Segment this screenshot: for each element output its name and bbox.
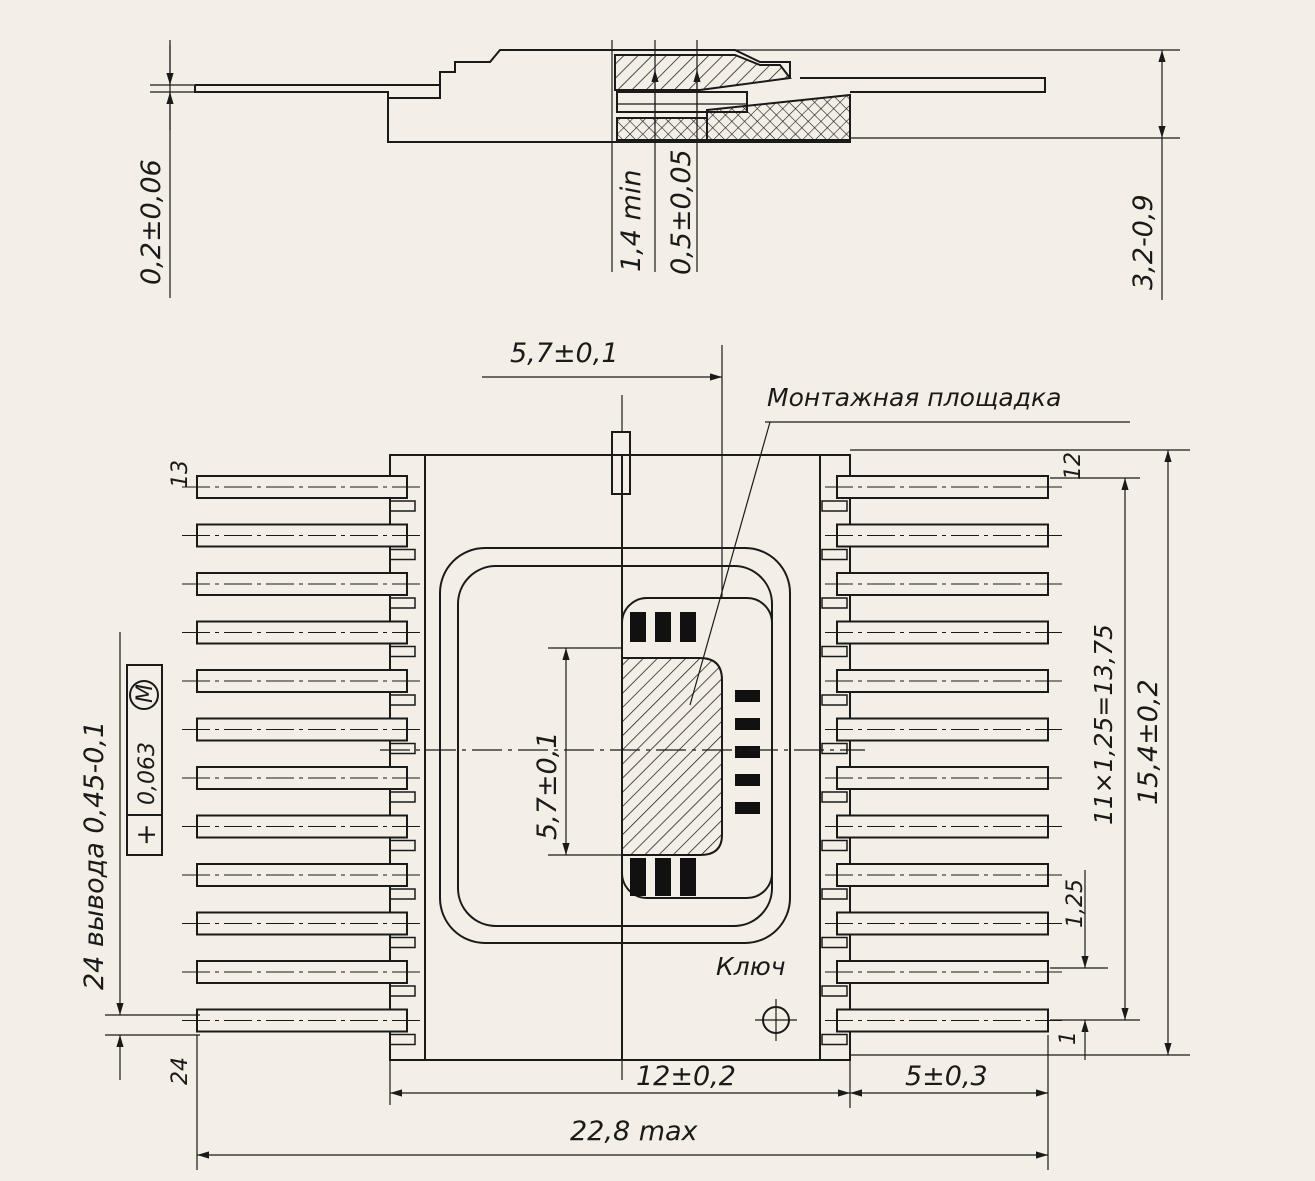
lead-left-tab: [389, 1033, 416, 1046]
lead-left-tab: [389, 597, 416, 609]
dim-total-height: 3,2-0,9: [1128, 194, 1159, 290]
top-view: 5,7±0,1 Монтажная площадка 5,7±0,1 11×1,…: [79, 338, 1190, 1170]
leads-left: [182, 475, 420, 1046]
pin-13-label: 13: [168, 460, 193, 488]
key-mark: [755, 999, 797, 1041]
bond-pads-right: [735, 690, 760, 814]
lead-left-tab: [389, 888, 416, 900]
dim-gap: 0,5±0,05: [666, 149, 697, 275]
lead-left-tab: [389, 985, 416, 997]
lead-right-tab: [821, 694, 848, 706]
label-mount-pad: Монтажная площадка: [767, 383, 1061, 412]
lead-left-tab: [389, 839, 416, 852]
lead-right-tab: [821, 839, 848, 852]
dim-lead-length: 5±0,3: [905, 1061, 988, 1092]
lead-left-tab: [389, 500, 416, 512]
lead-right-tab: [821, 936, 848, 949]
tolerance-modifier: M: [133, 684, 158, 703]
dim-body-width: 12±0,2: [636, 1061, 736, 1092]
dim-pad-size: 5,7±0,1: [532, 731, 563, 840]
lead-left-tab: [389, 791, 416, 803]
dim-min-height: 1,4 min: [616, 170, 647, 272]
tolerance-frame: [126, 664, 163, 856]
dim-overall-width: 22,8 max: [570, 1116, 699, 1147]
lead-left-tab: [389, 548, 416, 561]
mounting-pad: [621, 657, 723, 856]
lead-right-tab: [821, 548, 848, 561]
lead-right-tab: [821, 597, 848, 609]
leads-right: [821, 475, 1062, 1046]
bond-pads-top: [630, 612, 696, 642]
tolerance-symbol: +: [131, 823, 162, 846]
dim-body-height: 15,4±0,2: [1133, 679, 1164, 805]
lead-left-tab: [389, 742, 416, 755]
lead-right-tab: [821, 500, 848, 512]
lead-right-tab: [821, 1033, 848, 1046]
lead-left-tab: [389, 694, 416, 706]
pin-24-label: 24: [168, 1057, 193, 1085]
tolerance-value: 0,063: [135, 742, 160, 805]
lead-right-tab: [821, 645, 848, 658]
dim-lead-thickness: 0,2±0,06: [136, 159, 167, 285]
key-label: Ключ: [716, 952, 786, 981]
lead-right-tab: [821, 742, 848, 755]
pin-1-label: 1: [1056, 1031, 1081, 1045]
lead-right-tab: [821, 791, 848, 803]
dim-pitch: 1,25: [1063, 879, 1088, 928]
side-view: 0,2±0,06 1,4 min 0,5±0,05 3,2-0,9: [136, 40, 1180, 300]
lead-left-tab: [389, 645, 416, 658]
dim-offset-top: 5,7±0,1: [510, 338, 619, 369]
leads-note: 24 вывода 0,45-0,1: [79, 721, 110, 990]
bond-pads-bottom: [630, 858, 696, 896]
dim-pitch-total: 11×1,25=13,75: [1089, 624, 1118, 825]
pin-12-label: 12: [1061, 452, 1086, 480]
lead-right-tab: [821, 985, 848, 997]
lead-right-tab: [821, 888, 848, 900]
lead-left-tab: [389, 936, 416, 949]
